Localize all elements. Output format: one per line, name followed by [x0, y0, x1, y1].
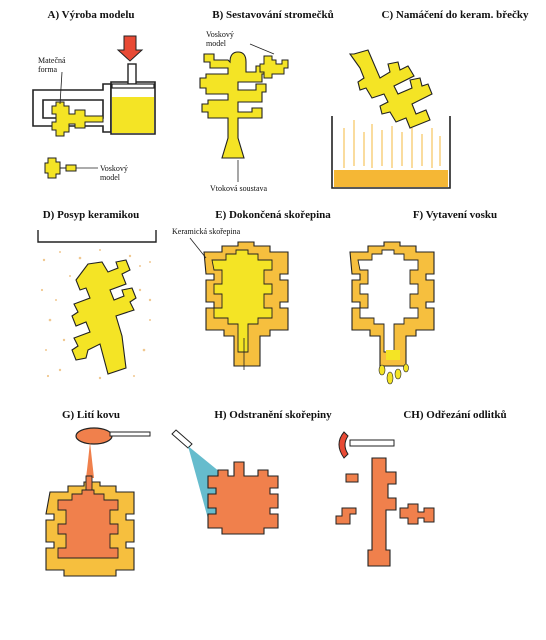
label-leader	[189, 237, 207, 259]
stucco-hopper	[37, 230, 157, 243]
panel-finished-shell: E) Dokončená skořepina Keramická skořepi…	[172, 200, 364, 400]
plunger	[127, 63, 137, 85]
casting	[207, 461, 279, 535]
slurry-drips	[343, 120, 441, 168]
sprue-stem	[367, 457, 397, 567]
cutoff-wheel-icon	[338, 431, 349, 459]
die-label: Matečná forma	[38, 56, 66, 74]
wax-fill	[112, 97, 154, 133]
cut-casting	[335, 473, 359, 525]
loose-wax-model	[44, 157, 77, 179]
panel-dewax: F) Vytavení vosku	[349, 200, 546, 400]
molten-metal	[57, 475, 119, 559]
slurry-dip-illustration	[331, 49, 451, 189]
ladle	[75, 427, 113, 445]
melting-wax	[386, 350, 400, 360]
stucco-illustration	[37, 230, 157, 380]
slurry-tank	[331, 116, 451, 189]
panel-model-making: A) Výroba modelu Matečná forma Voskový m…	[0, 0, 182, 200]
panel-slurry-dip: C) Namáčení do keram. břečky	[331, 0, 546, 200]
panel-title: G) Lití kovu	[61, 409, 121, 421]
die-outline	[32, 83, 112, 133]
spray-nozzle-icon	[171, 429, 193, 449]
saw-arbor	[349, 439, 395, 447]
panel-title: H) Odstranění skořepiny	[214, 409, 332, 421]
panel-cutoff: CH) Odřezání odlitků	[335, 400, 546, 600]
panel-title: A) Výroba modelu	[47, 9, 135, 21]
slurry-fill	[334, 170, 448, 187]
hollow-cavity	[357, 249, 419, 353]
ceramic-shell-illustration	[189, 237, 289, 370]
cut-part	[399, 503, 435, 525]
panel-tree-assembly: B) Sestavování stromečků Voskový model V…	[182, 0, 364, 200]
tilted-wax-tree	[348, 49, 433, 129]
stucco-coated-tree	[71, 259, 137, 375]
shell-removal-illustration	[171, 429, 279, 535]
cutoff-illustration	[335, 431, 435, 567]
dewaxing-illustration	[349, 241, 435, 385]
ceramic-shell-label: Keramická skořepina	[172, 227, 241, 236]
panel-shell-removal: H) Odstranění skořepiny	[171, 400, 364, 600]
panel-title: D) Posyp keramikou	[42, 209, 140, 221]
panel-title: F) Vytavení vosku	[412, 209, 498, 221]
wax-model-in-die	[51, 101, 104, 137]
sprue-label: Vtoková soustava	[210, 184, 268, 193]
wax-model-label: Voskový model	[206, 30, 234, 48]
panel-title: E) Dokončená skořepina	[215, 209, 331, 221]
wax-injection-illustration	[32, 35, 156, 179]
wax-core	[211, 249, 273, 353]
injection-arrow-icon	[116, 35, 144, 62]
panel-title: CH) Odřezání odlitků	[403, 409, 507, 421]
piston	[111, 83, 155, 89]
wax-drips	[378, 363, 409, 385]
molten-stream	[86, 442, 94, 478]
wax-tree-illustration	[199, 43, 289, 182]
wax-tree	[199, 51, 267, 159]
panel-stucco: D) Posyp keramikou	[0, 200, 182, 400]
panel-pouring: G) Lití kovu	[0, 400, 182, 600]
panel-title: C) Namáčení do keram. břečky	[381, 9, 529, 21]
label-leader	[249, 43, 275, 55]
loose-wax-model	[259, 55, 289, 79]
ladle-handle	[109, 431, 151, 437]
label-leader	[59, 71, 63, 105]
wax-model-label: Voskový model	[100, 164, 128, 182]
metal-pouring-illustration	[45, 427, 151, 577]
panel-title: B) Sestavování stromečků	[212, 9, 334, 21]
